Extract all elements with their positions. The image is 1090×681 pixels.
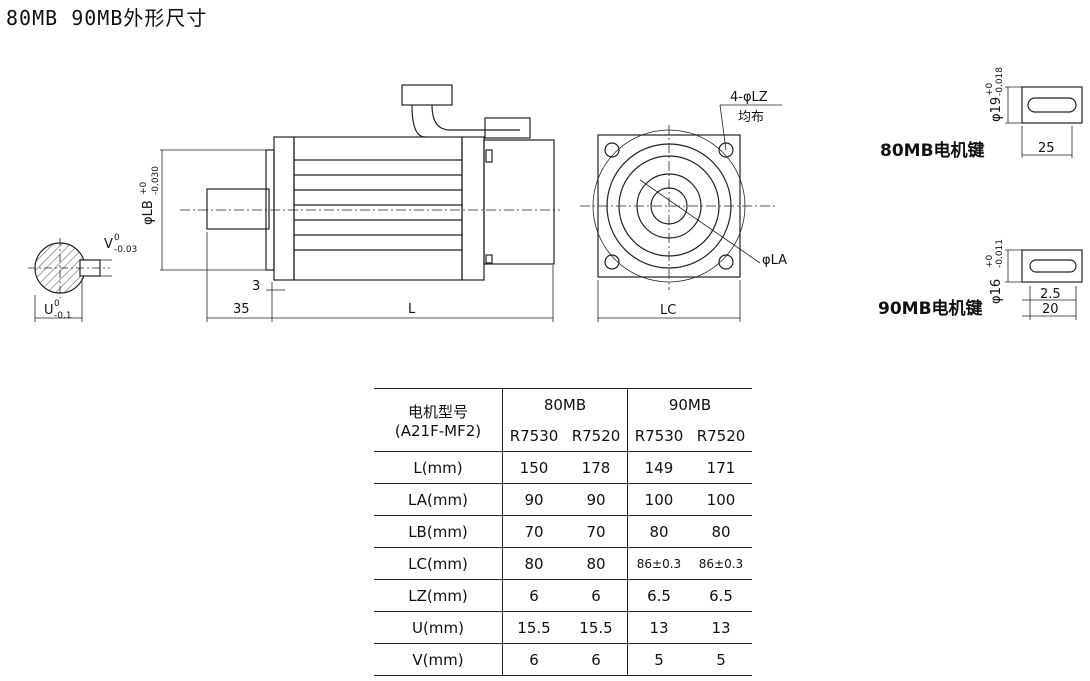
table-model: R7520 — [565, 420, 628, 452]
key80-len: 25 — [1038, 141, 1055, 156]
table-model: R7530 — [634, 426, 684, 445]
cell: 86±0.3 — [627, 547, 690, 580]
cell: 5 — [627, 643, 690, 676]
spec-table: 电机型号 (A21F-MF2) 80MB 90MB R7530 R7520 R7… — [374, 388, 752, 676]
key-80mb — [1005, 86, 1083, 158]
side-labels: φLB +0 -0.030 3 35 L — [139, 166, 416, 317]
cell: 6 — [502, 643, 565, 676]
key80-tol-plus: +0 — [985, 82, 995, 96]
key-90mb — [1005, 249, 1083, 320]
table-row: LB(mm) 70 70 80 80 — [374, 515, 752, 548]
cell: 15.5 — [502, 611, 565, 644]
row-name: LB(mm) — [374, 515, 503, 548]
label-u: U — [44, 303, 54, 318]
cell: 178 — [565, 451, 628, 484]
motor-drawing: V 0 -0.03 U 0 -0.1 φLB +0 -0.030 3 35 L … — [28, 67, 1083, 322]
table-row: L(mm) 150 178 149 171 — [374, 451, 752, 484]
cell: 6.5 — [627, 579, 690, 612]
label-dim-lz: 4-φLZ — [730, 90, 768, 105]
cell: 13 — [627, 611, 690, 644]
label-v: V — [104, 237, 113, 252]
motor-side-view — [160, 84, 560, 322]
label-v-tol-minus: -0.03 — [114, 245, 137, 255]
label-dim-lc: LC — [660, 303, 676, 318]
table-group-80: 80MB — [502, 388, 628, 420]
key90-len: 20 — [1042, 302, 1059, 317]
row-name: U(mm) — [374, 611, 503, 644]
table-row: V(mm) 6 6 5 5 — [374, 643, 752, 676]
table-model: R7520 — [696, 426, 746, 445]
cell: 90 — [565, 483, 628, 516]
cell: 149 — [627, 451, 690, 484]
table-header-model: (A21F-MF2) — [394, 421, 482, 440]
cell: 100 — [690, 483, 752, 516]
cell: 171 — [690, 451, 752, 484]
key80-label: 80MB电机键 — [880, 140, 985, 161]
key90-tol-plus: +0 — [985, 254, 995, 268]
table-row: U(mm) 15.5 15.5 13 13 — [374, 611, 752, 644]
cell: 86±0.3 — [690, 547, 752, 580]
cell: 80 — [627, 515, 690, 548]
label-lb-tol-minus: -0.030 — [151, 166, 161, 195]
cell: 70 — [502, 515, 565, 548]
cell: 6 — [565, 579, 628, 612]
table-header-name: 电机型号 — [407, 402, 468, 421]
label-dim-la: φLA — [762, 253, 787, 268]
key90-inner: 2.5 — [1040, 287, 1061, 302]
cell: 80 — [565, 547, 628, 580]
front-labels: 4-φLZ 均布 φLA LC — [660, 90, 787, 318]
motor-front-view — [580, 104, 782, 322]
cell: 6 — [502, 579, 565, 612]
row-name: LZ(mm) — [374, 579, 503, 612]
cell: 100 — [627, 483, 690, 516]
key80-dia: φ19 — [989, 97, 1004, 122]
cell: 70 — [565, 515, 628, 548]
label-v-tol-plus: 0 — [114, 233, 120, 243]
cell: 13 — [690, 611, 752, 644]
label-dim-3: 3 — [252, 279, 260, 294]
row-name: V(mm) — [374, 643, 503, 676]
cell: 80 — [690, 515, 752, 548]
shaft-section — [28, 238, 112, 322]
table-row: LZ(mm) 6 6 6.5 6.5 — [374, 579, 752, 612]
label-lb-tol-plus: +0 — [139, 181, 149, 195]
row-name: LC(mm) — [374, 547, 503, 580]
cell: 150 — [502, 451, 565, 484]
table-row: LA(mm) 90 90 100 100 — [374, 483, 752, 516]
key90-label: 90MB电机键 — [878, 298, 983, 319]
cell: 6 — [565, 643, 628, 676]
cell: 6.5 — [690, 579, 752, 612]
key90-tol-minus: -0.011 — [995, 239, 1005, 268]
key90-dia: φ16 — [989, 279, 1004, 304]
row-name: L(mm) — [374, 451, 503, 484]
row-name: LA(mm) — [374, 483, 503, 516]
cell: 90 — [502, 483, 565, 516]
key-labels: φ19 +0 -0.018 25 80MB电机键 φ16 +0 -0.011 2… — [878, 67, 1061, 319]
label-lb: φLB — [141, 200, 156, 225]
cell: 80 — [502, 547, 565, 580]
label-dim-35: 35 — [233, 302, 250, 317]
label-dim-l: L — [408, 302, 416, 317]
cell: 5 — [690, 643, 752, 676]
table-group-90: 90MB — [627, 388, 752, 420]
shaft-labels: V 0 -0.03 U 0 -0.1 — [44, 233, 137, 321]
table-header-name-cell: 电机型号 (A21F-MF2) — [374, 388, 503, 452]
cell: 15.5 — [565, 611, 628, 644]
table-model: R7530 — [509, 426, 559, 445]
label-dim-lz-note: 均布 — [738, 110, 764, 125]
label-u-tol-plus: 0 — [54, 299, 60, 309]
page-title: 80MB 90MB外形尺寸 — [6, 6, 208, 30]
label-u-tol-minus: -0.1 — [54, 311, 72, 321]
key80-tol-minus: -0.018 — [995, 67, 1005, 96]
table-row: LC(mm) 80 80 86±0.3 86±0.3 — [374, 547, 752, 580]
